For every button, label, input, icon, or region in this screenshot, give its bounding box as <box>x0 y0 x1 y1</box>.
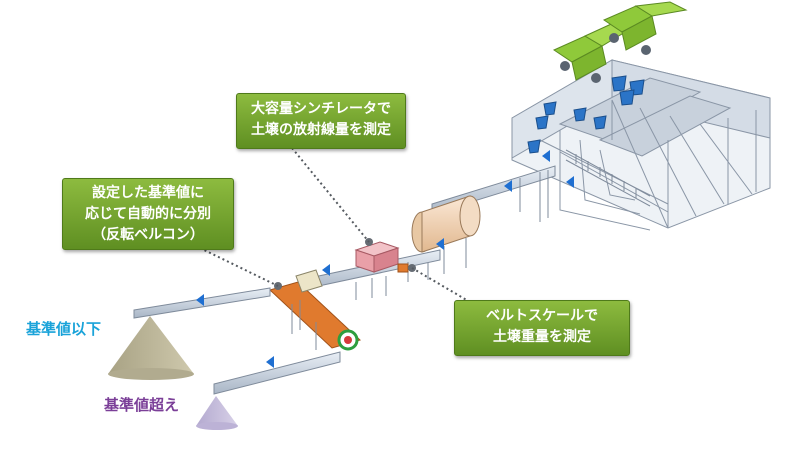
pile-below <box>108 316 194 380</box>
callout-scintillator: 大容量シンチレータで 土壌の放射線量を測定 <box>236 93 406 149</box>
dump-truck-2 <box>602 1 688 55</box>
reverse-rotation-icon <box>337 329 359 351</box>
pile-exceed <box>196 396 238 430</box>
reversing-conveyor <box>269 269 361 350</box>
callout-line: 設定した基準値に <box>92 185 204 201</box>
callout-line: ベルトスケールで <box>486 308 598 324</box>
stair-frame <box>565 149 651 207</box>
callout-line: （反転ベルコン） <box>92 227 204 243</box>
soil-buckets <box>527 75 645 154</box>
callout-line: 大容量シンチレータで <box>251 101 391 117</box>
callout-line: 土壌の放射線量を測定 <box>251 122 391 138</box>
receiving-hopper-structure <box>511 59 771 231</box>
output-conveyor-exceed <box>213 351 341 395</box>
callout-sorter: 設定した基準値に 応じて自動的に分別 （反転ベルコン） <box>62 178 234 250</box>
callout-belt-scale: ベルトスケールで 土壌重量を測定 <box>454 300 630 356</box>
callout-line: 応じて自動的に分別 <box>85 206 211 222</box>
drum-screen <box>411 195 481 280</box>
label-exceeds-standard: 基準値超え <box>104 396 180 414</box>
flow-arrow-icon <box>196 150 574 368</box>
leader-lines <box>199 147 471 303</box>
callout-line: 土壌重量を測定 <box>493 329 591 345</box>
scintillator-unit <box>354 238 400 273</box>
label-below-standard: 基準値以下 <box>26 320 102 338</box>
